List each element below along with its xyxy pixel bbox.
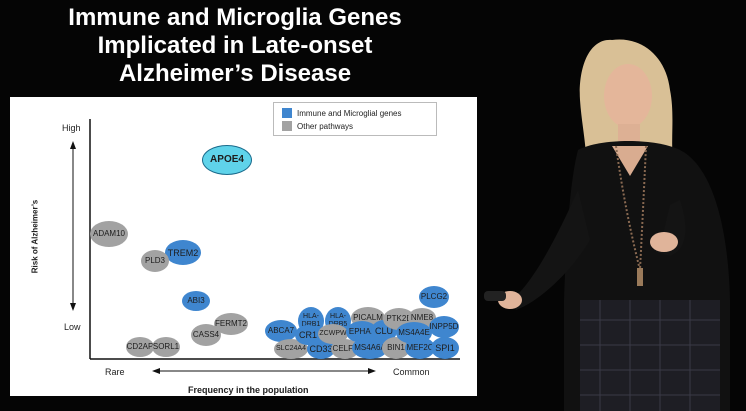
gene-ms4a6a: MS4A6A xyxy=(352,337,388,359)
legend: Immune and Microglial genes Other pathwa… xyxy=(273,102,437,136)
gene-spi1: SPI1 xyxy=(431,337,459,359)
y-axis-high: High xyxy=(62,123,81,133)
x-axis-common: Common xyxy=(393,367,430,377)
legend-immune: Immune and Microglial genes xyxy=(282,107,402,119)
title-line-3: Alzheimer’s Disease xyxy=(118,60,352,87)
x-axis-title: Frequency in the population xyxy=(188,385,309,395)
slide-title: Immune and Microglia Genes Implicated in… xyxy=(0,4,470,88)
gene-sorl1: SORL1 xyxy=(152,337,180,357)
chart-axes xyxy=(70,119,460,374)
title-line-2: Implicated in Late-onset xyxy=(97,32,373,59)
gene-trem2: TREM2 xyxy=(165,240,201,265)
presenter-image xyxy=(484,39,730,411)
gene-adam10: ADAM10 xyxy=(90,221,128,247)
legend-swatch-blue xyxy=(282,108,292,118)
gene-fermt2: FERMT2 xyxy=(214,313,248,335)
legend-other: Other pathways xyxy=(282,120,353,132)
gene-bin1: BIN1 xyxy=(382,337,410,359)
gene-plcg2: PLCG2 xyxy=(419,286,449,308)
gene-mef2c: MEF2C xyxy=(405,337,435,359)
gene-inpp5d: INPP5D xyxy=(429,316,459,338)
x-axis-rare: Rare xyxy=(105,367,125,377)
gene-pld3: PLD3 xyxy=(141,250,169,272)
gene-cd33: CD33 xyxy=(307,339,335,359)
y-axis-title: Risk of Alzheimer’s xyxy=(30,199,40,274)
gene-abca7: ABCA7 xyxy=(265,320,297,342)
gene-abi3: ABI3 xyxy=(182,291,210,311)
legend-swatch-gray xyxy=(282,121,292,131)
gene-cass4: CASS4 xyxy=(191,324,221,346)
title-line-1: Immune and Microglia Genes xyxy=(68,4,402,31)
gene-slc24a4: SLC24A4 xyxy=(274,339,308,359)
y-axis-low: Low xyxy=(64,322,81,332)
gene-apoe4: APOE4 xyxy=(202,145,252,175)
slide-chart: High Low Risk of Alzheimer’s Rare Common… xyxy=(10,97,477,396)
gene-cd2ap: CD2AP xyxy=(126,337,154,357)
